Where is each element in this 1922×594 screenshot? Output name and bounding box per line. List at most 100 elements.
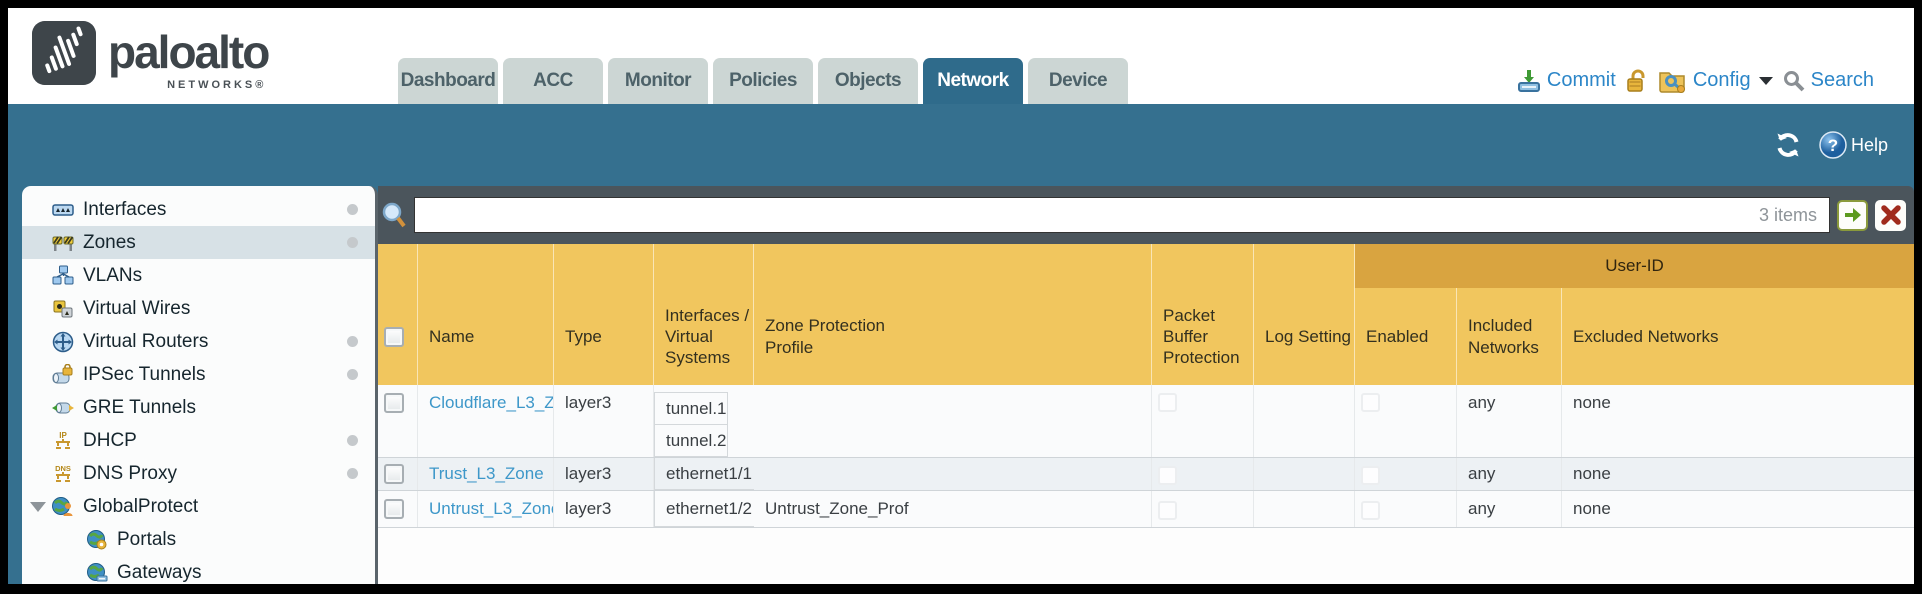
sidebar-item-vlans[interactable]: VLANs <box>22 259 375 292</box>
tab-network[interactable]: Network <box>923 58 1023 104</box>
zone-protection-cell <box>754 458 1152 490</box>
chevron-down-icon <box>1758 76 1773 85</box>
virtual-wires-icon <box>53 300 73 317</box>
tab-device[interactable]: Device <box>1028 58 1128 104</box>
interfaces-cell: ethernet1/1 <box>654 458 754 490</box>
sidebar-item-dns-proxy[interactable]: DNS DNS Proxy <box>22 457 375 490</box>
filter-input[interactable]: 3 items <box>414 197 1830 233</box>
network-sidebar: Interfaces Zones <box>22 186 378 584</box>
column-header-interfaces[interactable]: Interfaces / Virtual Systems <box>654 288 754 385</box>
column-header-log-setting[interactable]: Log Setting <box>1254 288 1355 385</box>
included-networks-cell: any <box>1457 385 1562 457</box>
status-dot <box>347 369 358 380</box>
refresh-icon[interactable] <box>1773 130 1803 160</box>
log-setting-cell <box>1254 458 1355 490</box>
main-nav-tabs: Dashboard ACC Monitor Policies Objects N… <box>398 58 1128 104</box>
sidebar-item-ipsec-tunnels[interactable]: IPSec Tunnels <box>22 358 375 391</box>
dhcp-icon: IP <box>56 431 70 449</box>
packet-buffer-checkbox[interactable] <box>1158 500 1177 520</box>
sidebar-item-globalprotect[interactable]: GlobalProtect <box>22 490 375 523</box>
log-setting-cell <box>1254 385 1355 457</box>
table-row: Cloudflare_L3_Zone layer3 tunnel.1 tunne… <box>378 385 1914 458</box>
zones-table-header: User-ID Name Type Interfaces / Virtual S… <box>378 244 1914 385</box>
help-button[interactable]: ? Help <box>1819 131 1888 159</box>
sidebar-item-portals[interactable]: Portals <box>22 523 375 556</box>
svg-text:IP: IP <box>59 431 67 440</box>
zone-name-link[interactable]: Untrust_L3_Zone <box>429 499 554 518</box>
top-header-bar: paloalto NETWORKS® Dashboard ACC Monitor… <box>8 8 1914 104</box>
interface-entry: tunnel.2 <box>654 424 728 457</box>
svg-text:DNS: DNS <box>55 464 71 473</box>
interface-entry: ethernet1/2 <box>654 491 754 527</box>
tab-acc[interactable]: ACC <box>503 58 603 104</box>
commit-label: Commit <box>1546 69 1616 91</box>
zone-name-link[interactable]: Cloudflare_L3_Zone <box>429 393 554 412</box>
search-label: Search <box>1810 69 1874 91</box>
table-row: Untrust_L3_Zone layer3 ethernet1/2 Untru… <box>378 491 1914 528</box>
included-networks-cell: any <box>1457 491 1562 527</box>
sidebar-item-label: Zones <box>83 231 136 253</box>
column-header-included-networks[interactable]: Included Networks <box>1457 288 1562 385</box>
column-header-type[interactable]: Type <box>554 288 654 385</box>
sidebar-item-label: GlobalProtect <box>83 495 199 517</box>
help-icon: ? <box>1819 131 1847 159</box>
teal-banner: ? Help <box>8 104 1914 186</box>
status-dot <box>347 435 358 446</box>
interfaces-cell: tunnel.1 tunnel.2 <box>654 385 754 457</box>
sidebar-item-label: Interfaces <box>83 198 167 220</box>
filter-search-icon[interactable] <box>381 201 407 229</box>
tab-dashboard[interactable]: Dashboard <box>398 58 498 104</box>
packet-buffer-checkbox[interactable] <box>1158 393 1177 412</box>
sidebar-item-label: GRE Tunnels <box>83 396 196 418</box>
log-setting-cell <box>1254 491 1355 527</box>
sidebar-item-zones[interactable]: Zones <box>22 226 375 259</box>
row-checkbox[interactable] <box>384 499 404 519</box>
column-header-enabled[interactable]: Enabled <box>1355 288 1457 385</box>
sidebar-item-virtual-routers[interactable]: Virtual Routers <box>22 325 375 358</box>
sidebar-item-label: DHCP <box>83 429 137 451</box>
tab-policies[interactable]: Policies <box>713 58 813 104</box>
sidebar-item-dhcp[interactable]: IP DHCP <box>22 424 375 457</box>
sidebar-item-gateways[interactable]: Gateways <box>22 556 375 584</box>
column-header-excluded-networks[interactable]: Excluded Networks <box>1573 326 1719 346</box>
globalprotect-icon <box>52 496 73 516</box>
sidebar-item-virtual-wires[interactable]: Virtual Wires <box>22 292 375 325</box>
enabled-checkbox[interactable] <box>1361 500 1380 520</box>
commit-icon <box>1517 69 1540 92</box>
column-header-name[interactable]: Name <box>418 288 554 385</box>
global-search-button[interactable]: Search <box>1782 69 1874 93</box>
clear-filter-button[interactable] <box>1875 199 1906 231</box>
commit-button[interactable]: Commit <box>1516 68 1616 94</box>
tab-monitor[interactable]: Monitor <box>608 58 708 104</box>
interface-entry: ethernet1/1 <box>654 458 754 490</box>
enabled-checkbox[interactable] <box>1361 465 1380 485</box>
select-all-cell <box>378 288 418 385</box>
select-all-checkbox[interactable] <box>384 326 404 347</box>
expander-triangle-icon[interactable] <box>30 502 46 512</box>
row-checkbox[interactable] <box>384 393 404 413</box>
apply-filter-button[interactable] <box>1837 199 1868 231</box>
zone-type-cell: layer3 <box>554 491 654 527</box>
tab-objects[interactable]: Objects <box>818 58 918 104</box>
status-dot <box>347 237 358 248</box>
column-header-zone-protection[interactable]: Zone Protection Profile <box>754 288 1152 385</box>
packet-buffer-checkbox[interactable] <box>1158 465 1177 485</box>
logo-networks-text: NETWORKS® <box>167 79 267 91</box>
app-window: paloalto NETWORKS® Dashboard ACC Monitor… <box>8 8 1914 584</box>
interface-entry: tunnel.1 <box>654 392 728 425</box>
sidebar-item-label: Virtual Wires <box>83 297 191 319</box>
enabled-checkbox[interactable] <box>1361 393 1380 412</box>
dns-proxy-icon: DNS <box>55 464 71 482</box>
search-icon <box>1783 70 1805 91</box>
zone-protection-cell: Untrust_Zone_Prof <box>754 491 1152 527</box>
excluded-networks-cell: none <box>1573 499 1611 518</box>
sidebar-item-interfaces[interactable]: Interfaces <box>22 193 375 226</box>
column-header-packet-buffer[interactable]: Packet Buffer Protection <box>1152 288 1254 385</box>
sidebar-item-gre-tunnels[interactable]: GRE Tunnels <box>22 391 375 424</box>
zone-name-link[interactable]: Trust_L3_Zone <box>429 464 544 483</box>
svg-text:?: ? <box>1828 136 1838 155</box>
zone-protection-cell <box>754 385 1152 457</box>
lock-icon[interactable] <box>1625 68 1649 94</box>
row-checkbox[interactable] <box>384 464 404 484</box>
config-menu-button[interactable]: Config <box>1658 67 1773 94</box>
